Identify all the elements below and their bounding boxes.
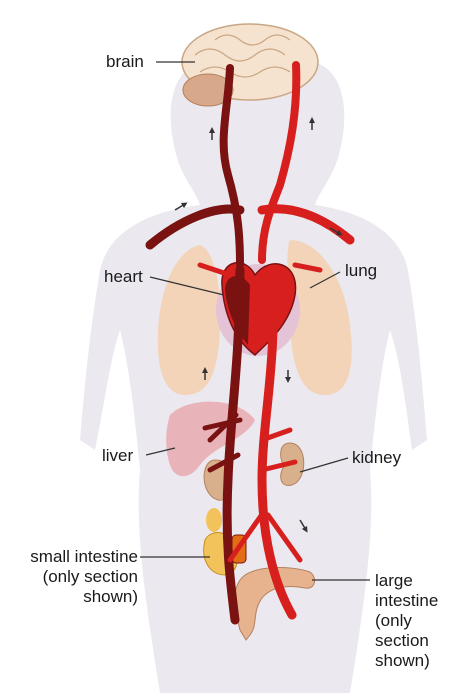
label-kidney: kidney	[352, 448, 401, 468]
label-large-intestine: large intestine (only section shown)	[375, 571, 438, 671]
label-small-intestine: small intestine (only section shown)	[2, 547, 138, 607]
label-liver: liver	[102, 446, 133, 466]
label-lung: lung	[345, 261, 377, 281]
label-heart: heart	[104, 267, 143, 287]
label-brain: brain	[106, 52, 144, 72]
